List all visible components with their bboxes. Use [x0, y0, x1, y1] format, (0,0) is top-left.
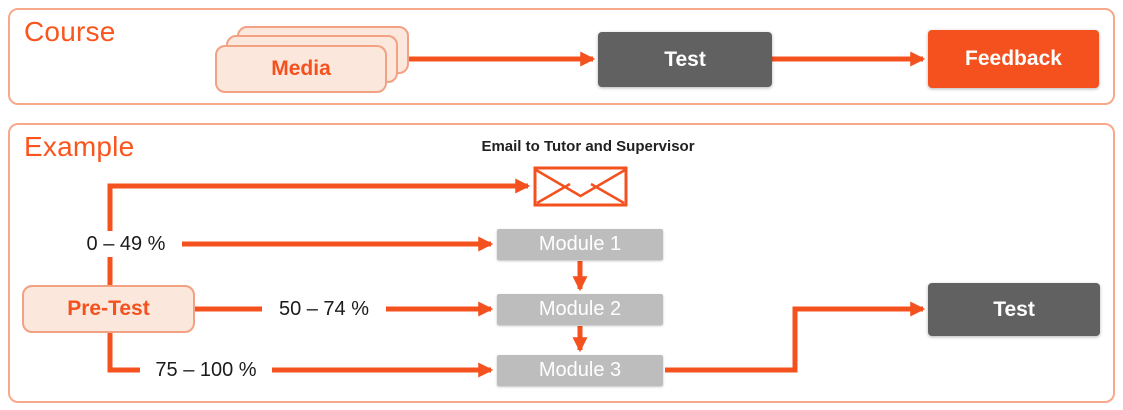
example-panel	[8, 123, 1115, 403]
arrow-pretest-to-email	[107, 178, 531, 285]
arrow-pretest-to-module3	[107, 333, 494, 378]
email-envelope-icon	[533, 166, 628, 207]
course-panel	[8, 8, 1115, 105]
arrow-module3-to-test	[665, 301, 926, 373]
